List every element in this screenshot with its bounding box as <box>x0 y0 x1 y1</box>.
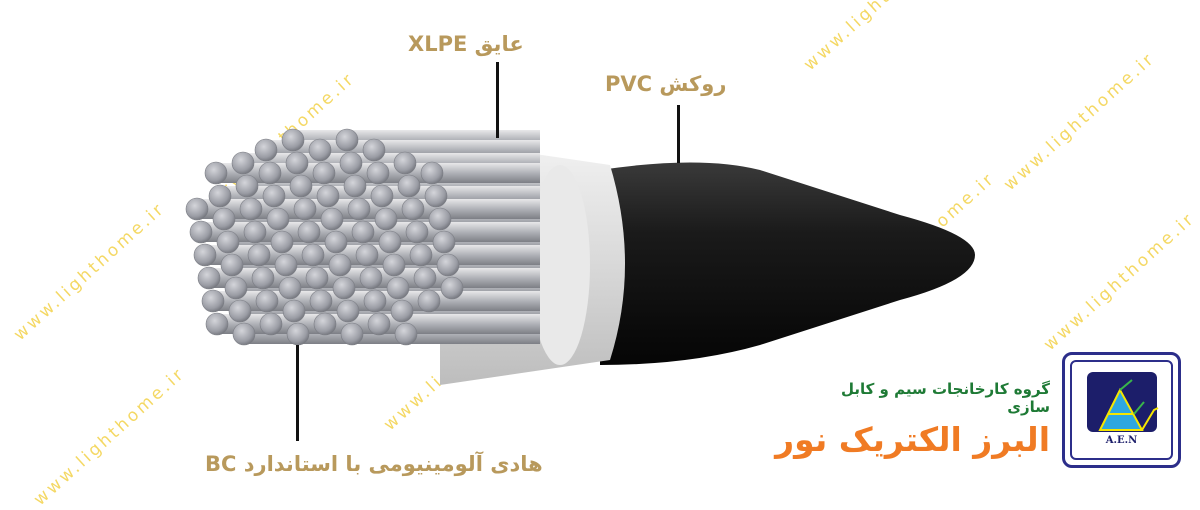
insulation-face <box>530 165 590 365</box>
strand-end <box>355 243 379 267</box>
strand-end <box>254 138 278 162</box>
conductor-strands <box>185 128 540 346</box>
strand-end <box>308 138 332 162</box>
logo-emblem-icon <box>1087 372 1159 432</box>
strand-end <box>220 253 244 277</box>
strand-end <box>259 312 283 336</box>
strand-end <box>386 276 410 300</box>
strand-end <box>397 174 421 198</box>
strand-end <box>185 197 209 221</box>
strand-end <box>216 230 240 254</box>
logo-text: A.E.N <box>1105 435 1138 446</box>
strand-end <box>208 184 232 208</box>
strand-end <box>239 197 263 221</box>
strand-end <box>247 243 271 267</box>
strand-end <box>420 161 444 185</box>
strand-end <box>228 299 252 323</box>
strand-end <box>359 266 383 290</box>
strand-end <box>424 184 448 208</box>
strand-end <box>258 161 282 185</box>
sheath-label: روکش PVC <box>605 72 727 96</box>
strand-end <box>339 151 363 175</box>
strand-end <box>297 220 321 244</box>
conductor-leader-line <box>296 345 299 441</box>
strand-end <box>262 184 286 208</box>
strand-end <box>212 207 236 231</box>
strand-end <box>393 151 417 175</box>
strand-end <box>232 322 256 346</box>
strand-end <box>335 128 359 152</box>
strand-end <box>312 161 336 185</box>
strand-end <box>347 197 371 221</box>
strand-end <box>378 230 402 254</box>
strand-end <box>281 128 305 152</box>
strand-end <box>255 289 279 313</box>
strand-end <box>336 299 360 323</box>
strand-end <box>413 266 437 290</box>
strand-end <box>366 161 390 185</box>
insulation-label: عایق XLPE <box>408 32 524 56</box>
sheath-leader-line <box>677 105 680 163</box>
strand-end <box>417 289 441 313</box>
strand-end <box>204 161 228 185</box>
strand-end <box>231 151 255 175</box>
strand-end <box>440 276 464 300</box>
strand-end <box>235 174 259 198</box>
strand-end <box>436 253 460 277</box>
strand-end <box>320 207 344 231</box>
brand-subtitle: گروه کارخانجات سیم و کابل سازی <box>840 380 1050 416</box>
pvc-sheath <box>600 162 975 365</box>
strand-end <box>343 174 367 198</box>
strand-end <box>274 253 298 277</box>
strand-end <box>309 289 333 313</box>
strand-end <box>409 243 433 267</box>
strand-end <box>351 220 375 244</box>
strand-end <box>193 243 217 267</box>
company-logo: A.E.N <box>1062 352 1181 468</box>
strand-end <box>332 276 356 300</box>
insulation-leader-line <box>496 62 499 138</box>
brand-name: البرز الکتریک نور <box>775 420 1050 459</box>
strand-end <box>286 322 310 346</box>
strand-end <box>405 220 429 244</box>
strand-end <box>197 266 221 290</box>
strand-end <box>328 253 352 277</box>
strand-end <box>390 299 414 323</box>
strand-end <box>428 207 452 231</box>
strand-end <box>201 289 225 313</box>
strand-end <box>374 207 398 231</box>
strand-end <box>270 230 294 254</box>
strand-end <box>205 312 229 336</box>
strand-end <box>432 230 456 254</box>
strand-end <box>367 312 391 336</box>
strand-end <box>305 266 329 290</box>
strand-end <box>401 197 425 221</box>
strand-end <box>382 253 406 277</box>
strand-end <box>266 207 290 231</box>
strand-end <box>278 276 302 300</box>
strand-end <box>316 184 340 208</box>
strand-end <box>313 312 337 336</box>
strand-end <box>324 230 348 254</box>
strand-end <box>370 184 394 208</box>
strand-end <box>301 243 325 267</box>
logo-frame <box>1070 360 1173 460</box>
strand-end <box>224 276 248 300</box>
strand-end <box>243 220 267 244</box>
strand-end <box>251 266 275 290</box>
strand-end <box>363 289 387 313</box>
strand-end <box>340 322 364 346</box>
strand-end <box>285 151 309 175</box>
strand-end <box>394 322 418 346</box>
strand-end <box>362 138 386 162</box>
strand-end <box>282 299 306 323</box>
conductor-label: هادی آلومینیومی با استاندارد BC <box>205 452 543 476</box>
strand-end <box>289 174 313 198</box>
strand-end <box>189 220 213 244</box>
strand-end <box>293 197 317 221</box>
